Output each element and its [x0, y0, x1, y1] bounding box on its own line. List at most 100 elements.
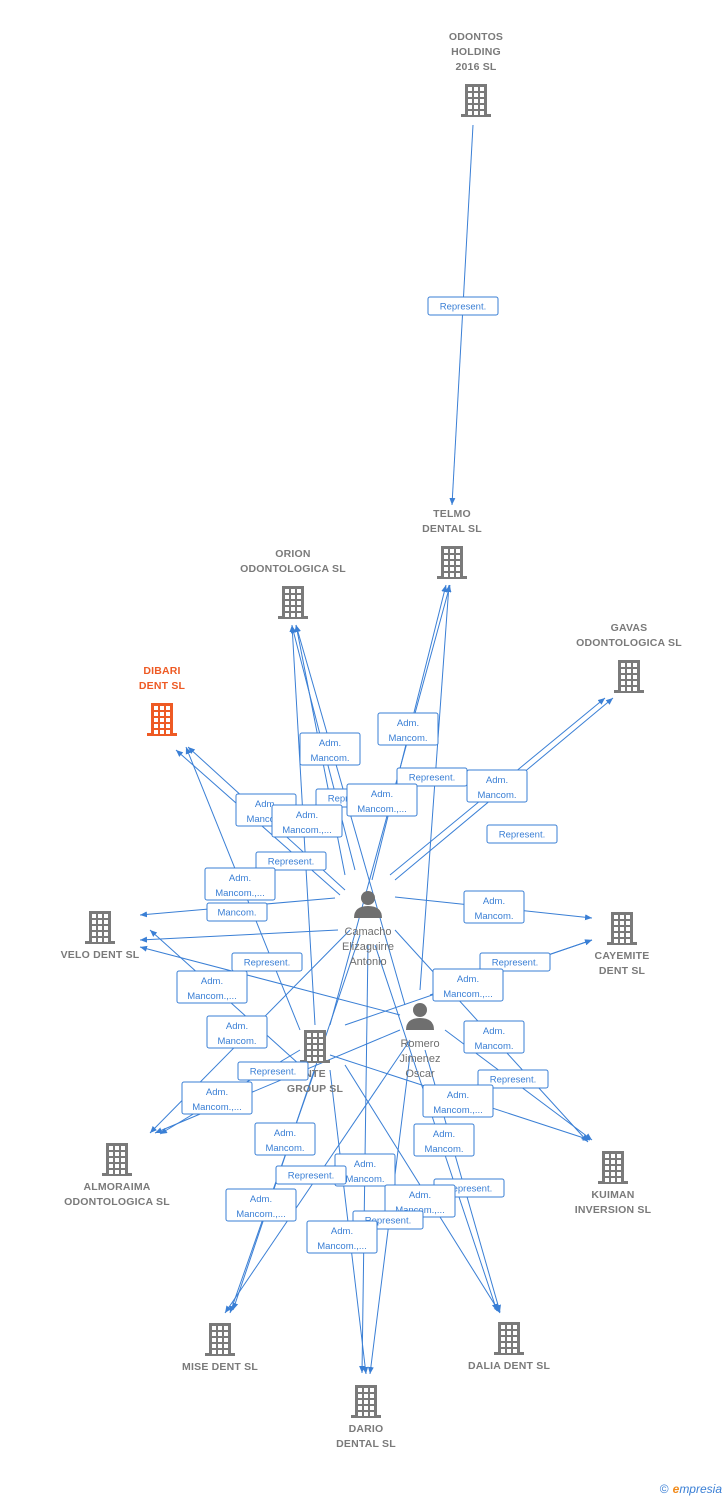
node-mise[interactable]: MISE DENT SL [182, 1323, 258, 1373]
edge-label-text: Adm. [483, 1026, 505, 1037]
edge-label-text: Mancom. [345, 1174, 384, 1185]
edge-label[interactable]: Adm. Mancom.,... [204, 867, 276, 901]
edge-label-text: Adm. [409, 1190, 431, 1201]
edge-label[interactable]: Adm. Mancom. [463, 890, 525, 924]
edge-label[interactable]: Represent. [486, 824, 558, 844]
building-icon [351, 1385, 381, 1418]
node-label: GROUP SL [287, 1083, 344, 1095]
edge-label-text: Mancom.,... [443, 989, 493, 1000]
edge-label[interactable]: Adm. Mancom.,... [432, 968, 504, 1002]
edge-label-text: Mancom. [474, 911, 513, 922]
edge-label-text: Mancom. [477, 790, 516, 801]
building-icon [437, 546, 467, 579]
edge-label-text: Mancom.,... [357, 804, 407, 815]
edge-label-text: Represent. [490, 1075, 536, 1086]
node-label: KUIMAN [591, 1189, 634, 1201]
edge-label[interactable]: Represent. [275, 1165, 347, 1185]
empresia-logo[interactable]: ©empresia [660, 1482, 722, 1496]
edge-label-text: Adm. [457, 974, 479, 985]
building-icon [614, 660, 644, 693]
edge-label[interactable]: Adm. Mancom.,... [306, 1220, 378, 1254]
edge-label-text: Mancom. [265, 1143, 304, 1154]
node-label: DENTAL SL [422, 523, 482, 535]
edge-label-text: Adm. [433, 1129, 455, 1140]
building-icon [278, 586, 308, 619]
node-label: Romero [400, 1038, 439, 1050]
node-label: Jimenez [400, 1053, 441, 1065]
edge-label[interactable]: Adm.Mancom. [299, 732, 361, 766]
edge-label-text: Adm. [397, 718, 419, 729]
edge-label[interactable]: Represent. [479, 952, 551, 972]
edge-label-text: Adm. [331, 1226, 353, 1237]
node-label: ODONTOS [449, 31, 503, 43]
edge-label[interactable]: Adm.Mancom.,... [422, 1084, 494, 1118]
node-label: DENT SL [599, 965, 646, 977]
building-icon [607, 912, 637, 945]
edge-label-text: Adm. [354, 1159, 376, 1170]
building-icon [85, 911, 115, 944]
node-label: VELO DENT SL [61, 949, 140, 961]
edge-label[interactable]: Adm.Mancom. [377, 712, 439, 746]
node-label: ODONTOLOGICA SL [576, 637, 682, 649]
building-icon [598, 1151, 628, 1184]
edge-label-text: Represent. [365, 1216, 411, 1227]
edge-label[interactable]: Adm.Mancom.,... [181, 1081, 253, 1115]
copyright-icon: © [659, 1482, 669, 1496]
edge-label[interactable]: Adm. Mancom. [466, 769, 528, 803]
edge-label[interactable]: Adm.Mancom.,... [271, 804, 343, 838]
edge-label[interactable]: Represent. [231, 952, 303, 972]
edge-label[interactable]: Represent. [427, 296, 499, 316]
edge-line [139, 929, 339, 943]
node-label: DENT SL [139, 680, 186, 692]
node-cayemite[interactable]: CAYEMITE DENT SL [595, 912, 650, 977]
edge-label-text: Adm. [255, 799, 277, 810]
node-label: DALIA DENT SL [468, 1360, 551, 1372]
edge-label-text: Adm. [229, 873, 251, 884]
node-label: CAYEMITE [595, 950, 650, 962]
edge-label-text: Adm. [486, 775, 508, 786]
edge-label[interactable]: Adm.Mancom. [463, 1020, 525, 1054]
edges-layer [139, 124, 614, 1375]
building-icon [102, 1143, 132, 1176]
brand-initial: e [672, 1482, 680, 1496]
edge-label-text: Represent. [288, 1171, 334, 1182]
edge-label-text: Adm. [483, 896, 505, 907]
edge-label[interactable]: Represent. [396, 767, 468, 787]
edge-label-text: Mancom.,... [215, 888, 265, 899]
node-label: INVERSION SL [575, 1204, 652, 1216]
edge-label-text: Represent. [244, 958, 290, 969]
edge-label[interactable]: Represent. [477, 1069, 549, 1089]
edge-label-text: Mancom.,... [317, 1241, 367, 1252]
node-label: DENTAL SL [336, 1438, 396, 1450]
edge-label-text: Represent. [409, 773, 455, 784]
edge-label[interactable]: Adm.Mancom.,... [225, 1188, 297, 1222]
person-icon [406, 1003, 434, 1030]
edge-label[interactable]: Represent. [255, 851, 327, 871]
edge-label[interactable]: Represent. [237, 1061, 309, 1081]
edge-label[interactable]: Adm.Mancom. [413, 1123, 475, 1157]
edge-label[interactable]: Adm.Mancom. [254, 1122, 316, 1156]
node-velo[interactable]: VELO DENT SL [61, 911, 140, 961]
edge-label-text: Adm. [206, 1087, 228, 1098]
edge-label[interactable]: Mancom. [206, 902, 268, 922]
edge-label-text: Mancom. [217, 1036, 256, 1047]
node-label: ALMORAIMA [83, 1181, 150, 1193]
node-kuiman[interactable]: KUIMAN INVERSION SL [575, 1151, 652, 1216]
node-label: Antonio [349, 956, 386, 968]
edge-label-text: Represent. [499, 830, 545, 841]
edge-labels-layer: Represent.Adm.Mancom.Adm.Mancom.Represen… [176, 296, 558, 1254]
edge-label[interactable]: Adm.Mancom. [206, 1015, 268, 1049]
node-dalia[interactable]: DALIA DENT SL [468, 1322, 551, 1372]
edge-label[interactable]: Adm.Mancom.,... [346, 783, 418, 817]
edge-label[interactable]: Adm.Mancom.,... [176, 970, 248, 1004]
